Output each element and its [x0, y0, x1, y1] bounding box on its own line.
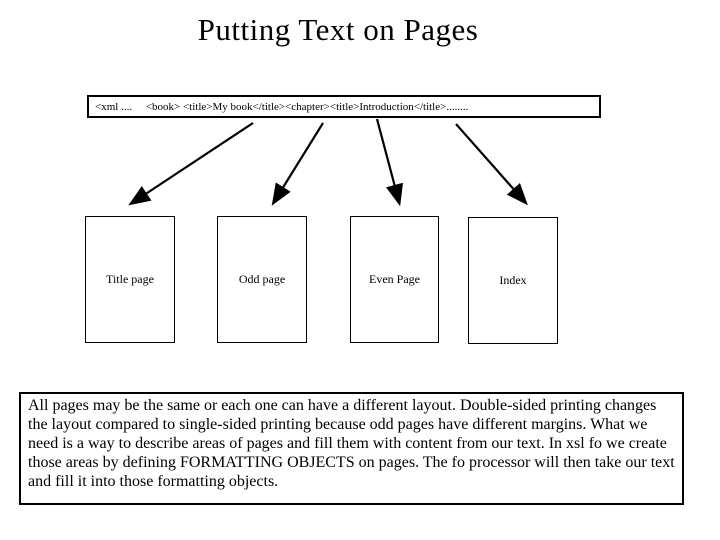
page-box-label: Even Page	[369, 272, 420, 286]
page-box-label: Index	[499, 273, 527, 287]
arrow-to-even-page	[375, 118, 403, 207]
arrow-to-odd-page	[271, 122, 324, 206]
description-box: All pages may be the same or each one ca…	[19, 392, 684, 505]
page-box-label: Title page	[106, 272, 154, 286]
description-text: All pages may be the same or each one ca…	[28, 397, 675, 490]
xml-source-box: <xml .... <book> <title>My book</title><…	[87, 95, 601, 118]
arrow-to-index-page	[455, 123, 528, 206]
xml-source-text: <xml .... <book> <title>My book</title><…	[95, 100, 469, 113]
page-box-even-page: Even Page	[350, 216, 439, 343]
slide-title: Putting Text on Pages	[197, 12, 479, 47]
page-box-index: Index	[468, 217, 558, 344]
arrow-to-title-page	[128, 122, 254, 206]
page-box-label: Odd page	[238, 272, 286, 286]
page-box-title-page: Title page	[85, 216, 175, 343]
page-box-odd-page: Odd page	[217, 216, 307, 343]
